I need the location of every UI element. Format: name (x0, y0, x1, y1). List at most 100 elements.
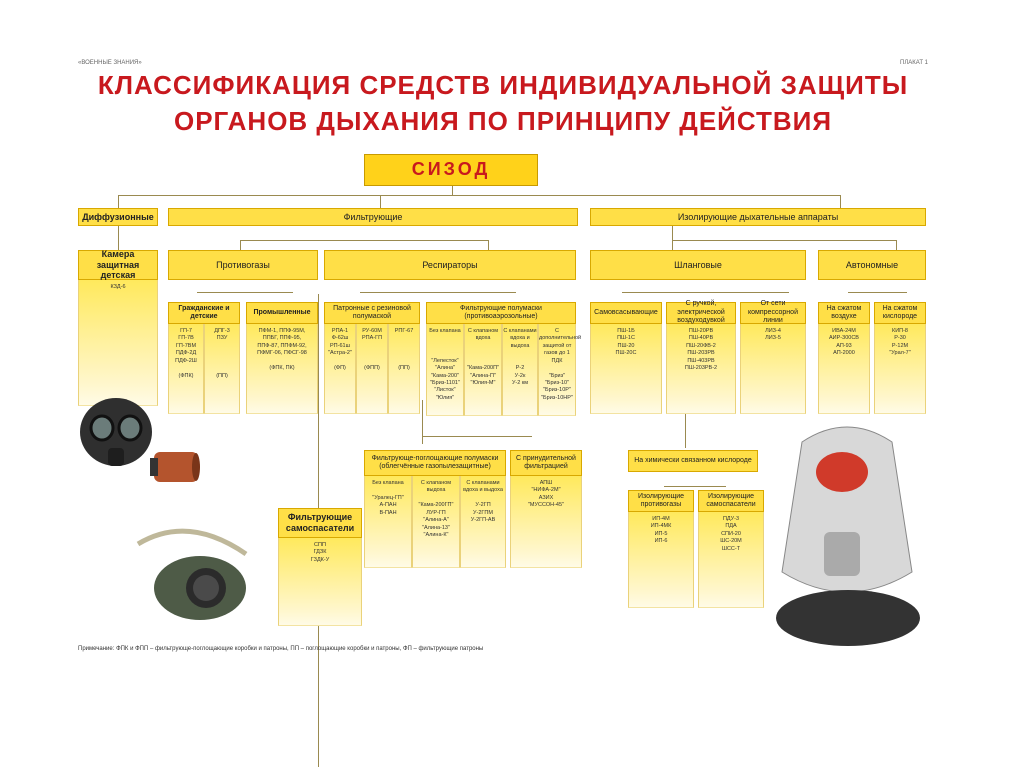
list-compressor: ЛИЗ-4 ЛИЗ-5 (740, 324, 806, 414)
cartridge-note-3: (ПП) (398, 365, 410, 371)
list-isolating-gasmasks: ИП-4М ИП-4МК ИП-5 ИП-6 (628, 512, 694, 608)
connector (118, 226, 119, 250)
title-line-1: КЛАССИФИКАЦИЯ СРЕДСТВ ИНДИВИДУАЛЬНОЙ ЗАЩ… (72, 68, 934, 102)
connector (118, 195, 840, 196)
list-blower: ПШ-20РВ ПШ-40РВ ПШ-20ФВ-2 ПШ-203РВ ПШ-40… (666, 324, 736, 414)
node-industrial-gasmasks: Промышленные (246, 302, 318, 324)
list-isolating-selfrescuers: ПДУ-3 ПДА СПИ-20 ШС-20М ШСС-Т (698, 512, 764, 608)
list-cartridge-2: РУ-60М РПА-ГП (ФПП) (356, 324, 388, 414)
civil-gasmask-note: (ФПК) (178, 373, 193, 379)
connector (422, 436, 532, 437)
cartridge-note-1: (ФП) (334, 365, 346, 371)
connector (422, 400, 423, 444)
connector (848, 292, 907, 293)
node-isolating: Изолирующие дыхательные аппараты (590, 208, 926, 226)
connector (452, 186, 453, 195)
node-self-suction: Самовсасывающие (590, 302, 662, 324)
list-halfmask-inhale: С клапаном вдоха "Кама-200П" "Алина-П" "Ю… (464, 324, 502, 416)
halfmask-sub-2: С клапаном вдоха (468, 328, 498, 341)
footnote: Примечание: ФПК и ФПП – фильтрующе-погло… (78, 646, 483, 652)
gas-halfmask-items-1: "Уралец-ГП" А-ПАН В-ПАН (372, 495, 403, 516)
node-filter-halfmasks: Фильтрующие полумаски (противоаэрозольны… (426, 302, 576, 324)
gas-halfmask-sub-2: С клапаном выдоха (421, 480, 451, 493)
industrial-gasmask-note: (ФПК, ПК) (269, 365, 294, 371)
connector (118, 195, 119, 208)
connector (672, 226, 673, 250)
child-gasmask-items: ДПГ-3 ПЗУ (214, 328, 230, 341)
child-gasmask-note: (ПП) (216, 373, 228, 379)
list-halfmask-no-valve: Без клапана "Лепесток" "Алина" "Кама-200"… (426, 324, 464, 416)
gas-halfmask-sub-3: С клапанами вдоха и выдоха (463, 480, 503, 493)
halfmask-sub-3: С клапанами вдоха и выдоха (503, 328, 536, 349)
list-cartridge-1: РПА-1 Ф-62ш РП-61ш "Астра-2" (ФП) (324, 324, 356, 414)
list-filter-selfrescuers: СПП ГДЗК ГЗДК-У (278, 538, 362, 626)
node-gas-halfmasks: Фильтрующе-поглощающие полумаски (облегч… (364, 450, 506, 476)
gas-halfmask-sub-1: Без клапана (372, 480, 403, 486)
halfmask-sub-4: С дополнительной защитой от газов до 1 П… (539, 328, 581, 364)
root-node: СИЗОД (364, 154, 538, 186)
cartridge-items-1: РПА-1 Ф-62ш РП-61ш "Астра-2" (328, 328, 352, 356)
gasmask-illustration (72, 388, 200, 500)
list-cartridge-3: РПГ-67 (ПП) (388, 324, 420, 414)
connector (360, 292, 516, 293)
industrial-gasmask-items: ПФМ-1, ППФ-95М, ППБГ, ППФ-95, ППФ-87, ПП… (257, 328, 307, 356)
node-filter-selfrescuers: Фильтрующие самоспасатели (278, 508, 362, 538)
node-gasmasks: Противогазы (168, 250, 318, 280)
connector (840, 195, 841, 208)
connector (240, 240, 488, 241)
halfmask-sub-1: Без клапана (429, 328, 460, 334)
selfrescuer-illustration (772, 422, 922, 652)
halfmask-items-2: "Кама-200П" "Алина-П" "Юлия-М" (467, 365, 499, 386)
node-respirators: Респираторы (324, 250, 576, 280)
node-cartridge-respirators: Патронные с резиновой полумаской (324, 302, 420, 324)
node-child-chamber: Камера защитная детская (78, 250, 158, 280)
node-chemical-oxygen: На химически связанном кислороде (628, 450, 758, 472)
poster: «ВОЕННЫЕ ЗНАНИЯ» ПЛАКАТ 1 КЛАССИФИКАЦИЯ … (72, 52, 934, 712)
node-autonomous: Автономные (818, 250, 926, 280)
cartridge-note-2: (ФПП) (364, 365, 380, 371)
connector (896, 240, 897, 250)
node-compressed-air: На сжатом воздухе (818, 302, 870, 324)
connector (488, 240, 489, 250)
civil-gasmask-items: ГП-7 ГП-7В ГП-7ВМ ПДФ-2Д ПДФ-2Ш (175, 328, 197, 364)
cartridge-items-2: РУ-60М РПА-ГП (362, 328, 382, 341)
connector (197, 292, 293, 293)
title-line-2: ОРГАНОВ ДЫХАНИЯ ПО ПРИНЦИПУ ДЕЙСТВИЯ (72, 104, 934, 138)
list-compressed-air: ИВА-24М АИР-300СВ АП-93 АП-2000 (818, 324, 870, 414)
connector (672, 240, 896, 241)
halfmask-items-1: "Лепесток" "Алина" "Кама-200" "Бриз-1101… (430, 358, 460, 401)
list-halfmask-gas: С дополнительной защитой от газов до 1 П… (538, 324, 576, 416)
list-gas-halfmask-exhale: С клапаном выдоха "Кама-200ГП" ЛУР-ГП "Ал… (412, 476, 460, 568)
node-civil-gasmasks: Гражданские и детские (168, 302, 240, 324)
connector (380, 195, 381, 208)
connector (240, 240, 241, 250)
list-forced-filtration: АПШ "НИФА-2М" АЗИХ "МУССОН-45" (510, 476, 582, 568)
list-gas-halfmask-no-valve: Без клапана "Уралец-ГП" А-ПАН В-ПАН (364, 476, 412, 568)
list-compressed-oxygen: КИП-8 Р-30 Р-12М "Урал-7" (874, 324, 926, 414)
list-child-gasmasks: ДПГ-3 ПЗУ (ПП) (204, 324, 240, 414)
poster-header-left: «ВОЕННЫЕ ЗНАНИЯ» (78, 60, 142, 66)
node-forced-filtration: С принудительной фильтрацией (510, 450, 582, 476)
list-self-suction: ПШ-1Б ПШ-1С ПШ-20 ПШ-20С (590, 324, 662, 414)
node-filtering: Фильтрующие (168, 208, 578, 226)
connector (622, 292, 789, 293)
node-isolating-gasmasks: Изолирующие противогазы (628, 490, 694, 512)
poster-header-right: ПЛАКАТ 1 (900, 60, 928, 66)
cartridge-items-3: РПГ-67 (395, 328, 414, 334)
node-isolating-selfrescuers: Изолирующие самоспасатели (698, 490, 764, 512)
connector (664, 486, 726, 487)
node-compressed-oxygen: На сжатом кислороде (874, 302, 926, 324)
node-blower: С ручкой, электрической воздуходувкой (666, 302, 736, 324)
respirator-halfmask-illustration (128, 514, 268, 624)
gas-halfmask-items-3: У-2ГП У-2ГПМ У-2ГП-АВ (471, 502, 495, 523)
node-diffusion: Диффузионные (78, 208, 158, 226)
list-industrial-gasmasks: ПФМ-1, ППФ-95М, ППБГ, ППФ-95, ППФ-87, ПП… (246, 324, 318, 414)
node-compressor: От сети компрессорной линии (740, 302, 806, 324)
halfmask-items-3: Р-2 У-2к У-2 км (512, 365, 528, 386)
gas-halfmask-items-2: "Кама-200ГП" ЛУР-ГП "Алина-А" "Алина-13"… (419, 502, 454, 538)
halfmask-items-4: "Бриз" "Бриз-10" "Бриз-10Р" "Бриз-10НР" (541, 373, 573, 401)
node-hose: Шланговые (590, 250, 806, 280)
